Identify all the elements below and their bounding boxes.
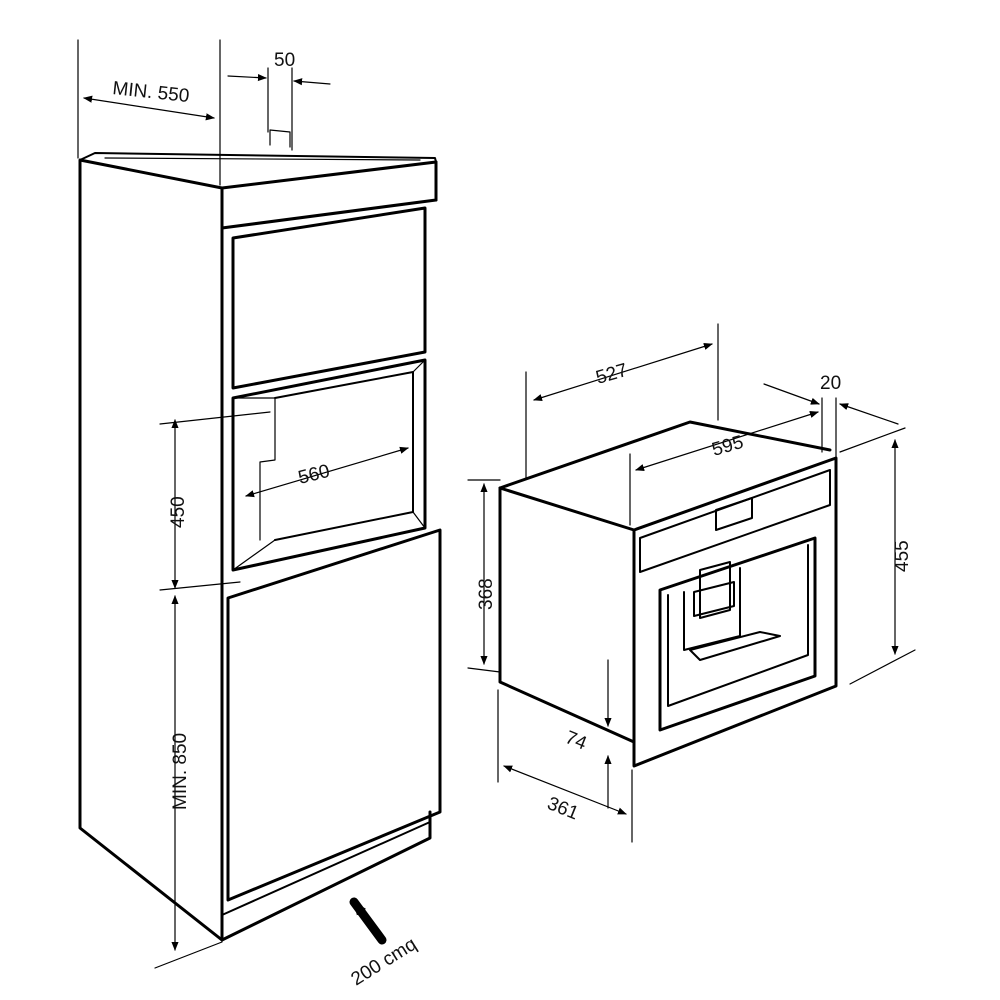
drip-tray	[689, 631, 781, 661]
machine-dimensions	[467, 323, 916, 843]
lower-door	[226, 528, 442, 902]
niche-back	[274, 371, 414, 541]
dispense-opening	[658, 536, 817, 732]
airflow-arrow	[349, 897, 387, 945]
label-361: 361	[544, 793, 581, 824]
dim-line-550	[83, 95, 215, 121]
dim-line-560	[245, 446, 409, 498]
ext-lines-50	[267, 67, 293, 151]
dim-line-361	[503, 765, 627, 815]
label-455: 455	[892, 540, 913, 572]
label-450: 450	[168, 496, 189, 528]
top-strip	[220, 160, 438, 230]
nozzle-head	[693, 581, 735, 617]
dim-line-527	[533, 342, 713, 402]
plinth-top	[221, 821, 431, 916]
label-368: 368	[476, 578, 497, 610]
tall-cabinet	[78, 129, 442, 942]
machine-top-front	[498, 486, 636, 532]
dim-line-595	[635, 411, 819, 471]
dim-arrow-20-left	[763, 383, 820, 405]
control-strip	[639, 469, 831, 573]
cabinet-dimensions	[77, 39, 409, 969]
upper-door	[231, 206, 427, 390]
label-527: 527	[594, 360, 630, 389]
cabinet-side-panel	[78, 158, 224, 942]
plinth	[220, 810, 432, 942]
dispense-inner	[667, 544, 809, 707]
ext-lines-368	[467, 479, 501, 673]
label-560: 560	[296, 461, 332, 489]
label-min-850: MIN. 850	[170, 733, 191, 810]
dim-arrow-20-right	[839, 403, 899, 425]
niche-depth-lines	[232, 359, 426, 571]
dim-arrow-50-right	[293, 78, 331, 86]
niche-inner-edge	[259, 397, 276, 541]
floor-line	[154, 941, 223, 969]
display	[715, 497, 753, 531]
label-74: 74	[562, 727, 590, 755]
dispense-back	[683, 567, 741, 651]
label-50: 50	[274, 50, 295, 71]
label-595: 595	[710, 432, 746, 461]
ext-lines-527	[525, 323, 719, 479]
cabinet-top-edge	[104, 157, 421, 161]
vent-slot	[269, 129, 291, 148]
dim-arrow-50-left	[227, 73, 267, 82]
ext-lines-20	[821, 397, 837, 459]
coffee-machine	[498, 420, 838, 768]
front-panel	[632, 456, 838, 768]
label-20: 20	[820, 373, 841, 394]
machine-side	[498, 486, 636, 744]
nozzle	[699, 561, 731, 619]
label-min-550: MIN. 550	[111, 78, 190, 107]
appliance-niche	[231, 358, 427, 572]
ext-lines-455	[839, 427, 916, 685]
ext-lines-361	[497, 689, 633, 843]
